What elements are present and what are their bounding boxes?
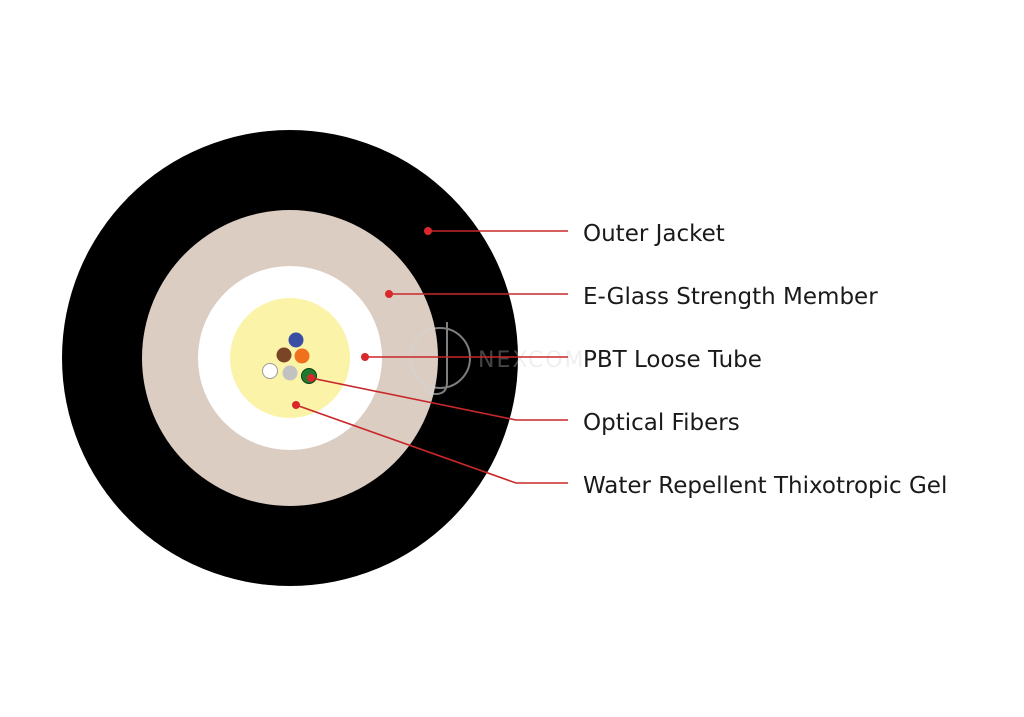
watermark: NEXCOM	[409, 322, 586, 396]
dot-strength-member	[385, 290, 393, 298]
fiber-white	[262, 363, 278, 379]
label-strength-member: E-Glass Strength Member	[583, 284, 878, 310]
leader-gel	[295, 404, 568, 484]
label-loose-tube: PBT Loose Tube	[583, 347, 762, 373]
dot-loose-tube	[361, 353, 369, 361]
fiber-orange	[294, 348, 310, 364]
watermark-text: NEXCOM	[478, 348, 586, 373]
fiber-blue	[288, 332, 304, 348]
label-outer-jacket: Outer Jacket	[583, 221, 725, 247]
dot-outer-jacket	[424, 227, 432, 235]
label-gel: Water Repellent Thixotropic Gel	[583, 473, 947, 499]
leader-dots	[292, 227, 432, 409]
label-optical-fibers: Optical Fibers	[583, 410, 740, 436]
leader-optical-fibers	[310, 377, 568, 421]
nexcom-logo-icon	[409, 322, 471, 396]
dot-gel	[292, 401, 300, 409]
leader-lines	[295, 230, 568, 484]
fiber-brown	[276, 347, 292, 363]
dot-optical-fibers	[307, 374, 315, 382]
fiber-grey	[282, 365, 298, 381]
